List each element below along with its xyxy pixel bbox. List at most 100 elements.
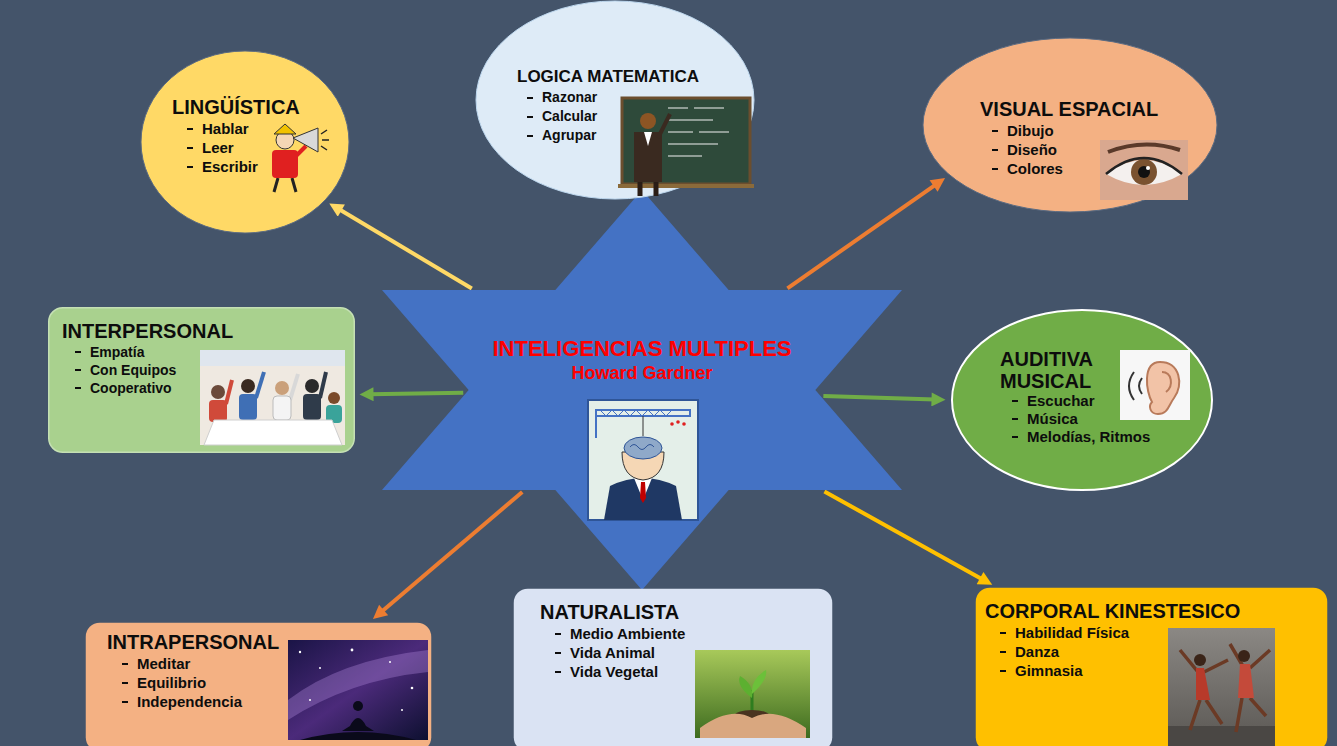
logic-ellipse: LOGICA MATEMATICARazonarCalcularAgrupar	[475, 0, 755, 200]
bullet-dash	[527, 135, 533, 137]
megaphone-figure-part	[276, 131, 294, 149]
ear-icon	[1120, 350, 1190, 420]
eye-photo-part	[1108, 144, 1180, 152]
text-row: Meditar	[122, 654, 432, 673]
list-item-text: Agrupar	[542, 126, 596, 145]
text-row: Música	[1012, 410, 1214, 428]
bullet-dash	[122, 701, 128, 703]
visual-ellipse-fill	[923, 38, 1217, 212]
blackboard-teacher-part	[640, 182, 656, 196]
blackboard-teacher-part	[668, 108, 729, 156]
heading-row: INTRAPERSONAL	[107, 630, 432, 654]
list-item-text: Escuchar	[1027, 392, 1095, 410]
text-row: Con Equipos	[75, 361, 355, 379]
list-item-text: Leer	[202, 138, 234, 157]
head-icon-part	[682, 422, 686, 426]
bullet-dash	[1012, 400, 1018, 402]
plant-photo-part	[695, 650, 810, 738]
meditation-photo-part	[299, 651, 301, 653]
kinesthetic-box-fill	[976, 588, 1328, 746]
blackboard-teacher-part	[618, 184, 754, 188]
eye-photo-part	[1146, 166, 1150, 170]
megaphone-figure-part	[296, 146, 306, 156]
list-item-text: Habilidad Física	[1015, 623, 1129, 642]
text-row: Dibujo	[992, 121, 1218, 140]
heading-text: CORPORAL KINESTESICO	[985, 599, 1240, 623]
naturalist-box-fill	[514, 589, 833, 746]
meditation-photo	[288, 640, 428, 740]
heading-text: INTRAPERSONAL	[107, 630, 279, 654]
plant-photo	[695, 650, 810, 738]
head-icon	[588, 400, 698, 520]
dancers-photo-part	[1194, 654, 1206, 666]
meditation-photo-part	[319, 667, 321, 669]
interpersonal-box: INTERPERSONALEmpatíaCon EquiposCooperati…	[48, 307, 355, 453]
plant-photo-part	[734, 710, 770, 722]
eye-photo-part	[1106, 160, 1182, 185]
list-item-text: Dibujo	[1007, 121, 1054, 140]
head-icon-part	[670, 422, 674, 426]
blackboard-teacher-part	[640, 113, 656, 129]
heading-row: AUDITIVA MUSICAL	[1000, 348, 1214, 392]
list-item-text: Equilibrio	[137, 673, 206, 692]
meeting-photo-part	[273, 396, 291, 420]
bullet-dash	[187, 166, 193, 168]
bullet-dash	[187, 147, 193, 149]
meeting-photo-part	[275, 381, 289, 395]
central-star-outline	[382, 190, 902, 590]
head-icon-part	[588, 400, 698, 520]
list-item-text: Gimnasia	[1015, 661, 1083, 680]
meeting-photo-part	[226, 380, 232, 404]
bullet-dash	[1012, 436, 1018, 438]
meeting-photo-part	[256, 372, 264, 398]
meeting-photo-part	[211, 385, 225, 399]
meeting-photo-part	[241, 379, 255, 393]
text-row: Gimnasia	[1000, 661, 1328, 680]
heading-text: VISUAL ESPACIAL	[980, 97, 1158, 121]
ear-icon-part	[1147, 362, 1179, 414]
arrow-connector	[787, 184, 936, 288]
meeting-photo-part	[290, 374, 298, 400]
plant-photo-part	[700, 714, 806, 738]
eye-photo-part	[1138, 166, 1150, 178]
text-row: Independencia	[122, 692, 432, 711]
plant-photo-part	[751, 690, 754, 714]
bullet-dash	[75, 351, 81, 353]
text-row: Agrupar	[527, 126, 755, 145]
plant-photo-part	[739, 676, 752, 698]
meeting-photo-part	[200, 350, 345, 366]
list-item-text: Meditar	[137, 654, 190, 673]
eye-photo-part	[1106, 158, 1182, 174]
text-row: Vida Vegetal	[555, 662, 833, 681]
heading-row: LOGICA MATEMATICA	[517, 66, 755, 88]
meeting-photo-part	[209, 400, 227, 422]
center-title-text: Howard Gardner	[571, 362, 712, 384]
bullet-dash	[75, 387, 81, 389]
meeting-photo-part	[320, 372, 326, 398]
visual-ellipse: VISUAL ESPACIALDibujoDiseñoColores	[922, 37, 1218, 213]
head-icon-part	[596, 410, 690, 438]
heading-text: NATURALISTA	[540, 600, 679, 624]
blackboard-teacher	[618, 98, 754, 196]
dancers-photo-part	[1238, 664, 1254, 698]
heading-row: LINGÜÍSTICA	[172, 95, 350, 119]
text-row: Colores	[992, 159, 1218, 178]
bullet-dash	[527, 97, 533, 99]
heading-row: CORPORAL KINESTESICO	[985, 599, 1328, 623]
ear-icon-part	[1120, 350, 1190, 420]
kinesthetic-box: CORPORAL KINESTESICOHabilidad FísicaDanz…	[975, 587, 1328, 746]
arrow-connector	[381, 492, 522, 612]
list-item-text: Escribir	[202, 157, 258, 176]
head-icon-part	[622, 452, 664, 480]
head-icon-part	[604, 478, 682, 520]
central-star-fill	[382, 190, 902, 590]
linguistic-ellipse-outline	[140, 50, 350, 234]
meditation-photo-part	[353, 701, 363, 711]
bullet-dash	[1012, 418, 1018, 420]
dancers-photo-part	[1168, 628, 1275, 746]
plant-photo-part	[752, 670, 766, 694]
bullet-dash	[122, 663, 128, 665]
bullet-dash	[992, 149, 998, 151]
arrow-connector	[370, 393, 463, 394]
list-item-text: Música	[1027, 410, 1078, 428]
